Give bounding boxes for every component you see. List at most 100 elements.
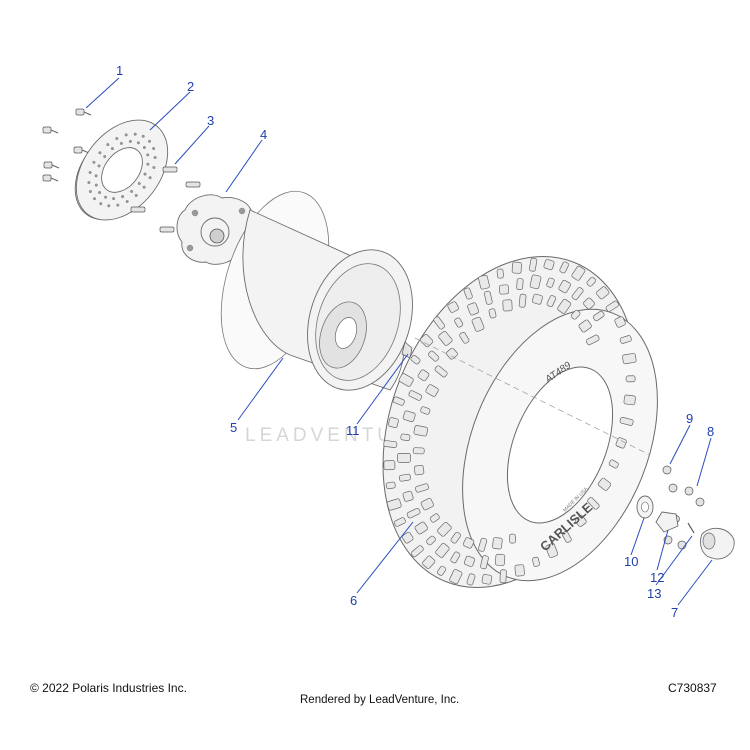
callout-4: 4 — [260, 127, 267, 142]
disc-vent-hole — [87, 180, 91, 184]
tread-block — [481, 574, 493, 585]
disc-vent-hole — [104, 195, 108, 199]
tread-block — [574, 515, 587, 527]
disc-vent-hole — [94, 183, 98, 187]
tread-block — [462, 537, 475, 549]
tread-block — [614, 316, 626, 328]
tread-block — [401, 531, 414, 544]
tread-block — [402, 490, 414, 502]
disc-vent-hole — [88, 170, 92, 174]
tire: AT489 CARLISLE MADE IN USA — [382, 256, 658, 588]
callout-2: 2 — [187, 79, 194, 94]
tread-block — [546, 277, 555, 288]
tread-block — [388, 417, 399, 428]
disc-vent-hole — [88, 189, 92, 193]
tread-block — [466, 573, 476, 586]
tread-block — [529, 274, 542, 290]
callout-12: 12 — [650, 570, 664, 585]
tread-block — [420, 333, 434, 348]
disc-vent-hole — [103, 154, 107, 158]
disc-vent-hole — [110, 147, 114, 151]
tread-block — [516, 278, 524, 291]
tread-block — [528, 257, 538, 272]
tread-block — [446, 347, 458, 360]
callout-9: 9 — [686, 411, 693, 426]
callout-10: 10 — [624, 554, 638, 569]
tread-block — [393, 517, 406, 527]
tread-block — [583, 297, 595, 310]
tread-block — [514, 564, 525, 577]
tread-block — [480, 555, 489, 570]
disc-vent-hole — [94, 174, 98, 178]
tread-block — [622, 353, 637, 365]
tread-block — [408, 390, 423, 401]
callout-11: 11 — [346, 423, 360, 438]
tread-block — [428, 350, 440, 362]
tread-block — [619, 335, 632, 344]
tread-block — [492, 537, 503, 550]
tread-block — [499, 569, 507, 584]
callout-7: 7 — [671, 605, 678, 620]
leadventure-watermark: LEADVENTURE — [245, 425, 429, 446]
disc-vent-hole — [137, 181, 141, 185]
tread-block — [586, 276, 597, 287]
tread-block — [511, 261, 522, 274]
tread-block — [429, 513, 440, 523]
tread-block — [437, 521, 452, 537]
disc-vent-hole — [92, 197, 96, 201]
tread-block — [410, 545, 424, 558]
tread-block — [412, 447, 425, 455]
tread-block — [605, 300, 619, 312]
disc-vent-hole — [98, 190, 102, 194]
wheel-hub — [176, 194, 254, 265]
disc-vent-hole — [147, 139, 151, 143]
callout-5: 5 — [230, 420, 237, 435]
tread-block — [463, 287, 473, 300]
tread-block — [433, 316, 446, 330]
axle-hardware — [636, 465, 735, 560]
tread-block — [502, 299, 513, 312]
tread-block — [400, 433, 411, 442]
tread-block — [397, 453, 411, 463]
rendered-by-text: Rendered by LeadVenture, Inc. — [300, 694, 460, 706]
brake-disc — [74, 119, 169, 221]
tread-block — [623, 394, 636, 406]
tread-block — [385, 481, 396, 490]
disc-vent-hole — [124, 133, 128, 137]
disc-vent-hole — [146, 162, 150, 166]
disc-vent-hole — [146, 153, 150, 157]
tread-block — [571, 265, 586, 281]
disc-vent-hole — [99, 202, 103, 206]
tread-block — [450, 531, 461, 544]
tread-block — [415, 483, 429, 493]
lug-nut-8b — [684, 486, 694, 496]
tread-block — [435, 542, 450, 558]
tread-block — [587, 497, 600, 510]
tread-block — [578, 319, 592, 333]
callout-8: 8 — [707, 424, 714, 439]
tread-block — [422, 555, 436, 569]
tread-block — [386, 498, 402, 511]
tread-block — [557, 298, 572, 314]
tread-block — [518, 293, 527, 308]
wheel-rim — [220, 190, 413, 391]
tread-block — [570, 309, 581, 320]
callout-3: 3 — [207, 113, 214, 128]
lug-nut-8c — [695, 497, 705, 507]
callout-13: 13 — [647, 586, 661, 601]
disc-vent-hole — [106, 143, 110, 147]
tread-block — [592, 310, 605, 322]
tread-block — [467, 302, 480, 316]
axis-centerline — [414, 337, 651, 456]
disc-vent-hole — [142, 185, 146, 189]
wheel-studs — [130, 166, 201, 233]
tread-block — [619, 416, 634, 426]
tread-block — [398, 473, 411, 482]
tread-block — [410, 355, 421, 365]
tread-block — [417, 369, 430, 382]
leader-lines — [85, 77, 713, 606]
callout-6: 6 — [350, 593, 357, 608]
tread-block — [558, 279, 571, 294]
disc-vent-hole — [128, 139, 132, 143]
